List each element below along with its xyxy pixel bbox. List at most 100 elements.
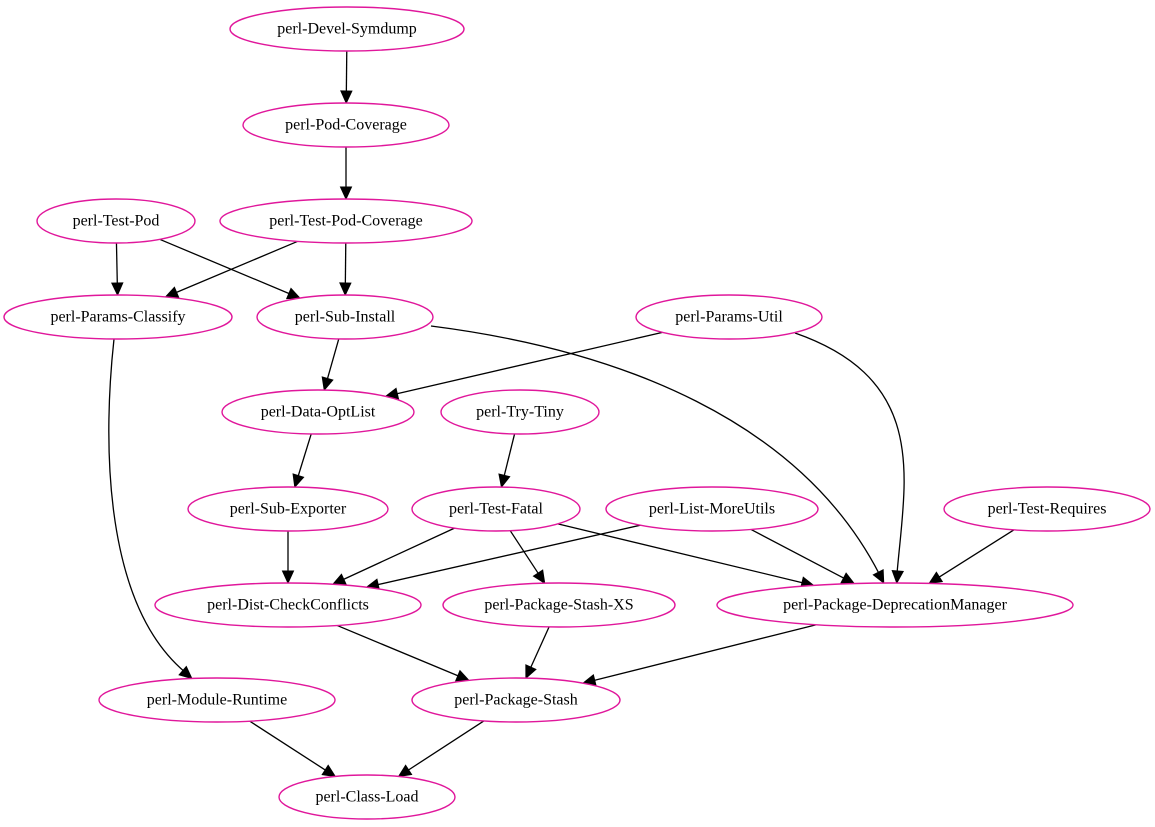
node-ellipse [187, 486, 389, 532]
node-ellipse [229, 6, 465, 52]
node-label: perl-Package-Stash-XS [484, 597, 633, 614]
edge-deprecation-to-stash [581, 624, 817, 687]
edge-subinstall-to-deprecation [430, 325, 885, 585]
edge-line [509, 530, 540, 576]
edge-arrowhead [928, 571, 944, 585]
edge-classify-to-runtime [108, 338, 193, 680]
edge-line [108, 338, 185, 673]
edge-arrowhead [292, 473, 305, 489]
edge-testpod-to-classify [111, 242, 124, 297]
edge-testfatal-to-stashxs [509, 530, 546, 585]
node-ellipse [36, 198, 196, 244]
edge-arrowhead [321, 376, 334, 392]
edge-line [159, 238, 291, 295]
edge-arrowhead [164, 286, 180, 298]
edge-line [326, 338, 340, 381]
edge-arrowhead [281, 570, 295, 585]
node-testpodcov: perl-Test-Pod-Coverage [219, 198, 473, 244]
edge-arrowhead [111, 282, 124, 297]
node-label: perl-Params-Util [675, 309, 783, 326]
edge-symdump-to-podcov [340, 50, 353, 105]
node-ellipse [98, 677, 336, 723]
edge-testfatal-to-checkconflicts [331, 527, 455, 585]
edge-arrowhead [397, 764, 413, 778]
edge-arrowhead [331, 573, 347, 585]
edge-line [529, 626, 550, 670]
edge-testpodcov-to-subinstall [339, 242, 352, 297]
node-checkconflicts: perl-Dist-CheckConflicts [154, 582, 422, 628]
edge-arrowhead [525, 664, 537, 680]
edge-paramsutil-to-optlist [384, 331, 663, 400]
node-label: perl-Package-DeprecationManager [783, 597, 1008, 614]
edge-arrowhead [340, 90, 353, 105]
node-label: perl-Test-Pod [73, 213, 160, 230]
edge-paramsutil-to-deprecation [794, 332, 905, 585]
edge-line [395, 331, 663, 395]
node-label: perl-Sub-Exporter [230, 501, 347, 518]
edge-line [430, 325, 880, 575]
node-ellipse [605, 486, 819, 532]
node-ellipse [635, 294, 823, 340]
edge-arrowhead [285, 287, 302, 300]
nodes-layer: perl-Devel-Symdump perl-Pod-Coverage perl-… [3, 6, 1151, 820]
edge-moreutils-to-deprecation [750, 528, 856, 585]
node-label: perl-Test-Pod-Coverage [269, 213, 423, 230]
node-label: perl-Sub-Install [295, 309, 396, 326]
node-ellipse [242, 102, 450, 148]
edge-checkconflicts-to-stash [336, 624, 471, 682]
edge-arrowhead [454, 669, 471, 682]
edge-arrowhead [840, 572, 856, 585]
edge-runtime-to-classload [249, 720, 337, 778]
edge-line [557, 523, 805, 584]
node-paramsutil: perl-Params-Util [635, 294, 823, 340]
node-ellipse [411, 486, 581, 532]
node-moreutils: perl-List-MoreUtils [605, 486, 819, 532]
node-deprecation: perl-Package-DeprecationManager [716, 582, 1074, 628]
node-label: perl-Devel-Symdump [277, 21, 417, 38]
node-label: perl-Try-Tiny [476, 404, 564, 421]
node-ellipse [943, 486, 1151, 532]
node-label: perl-List-MoreUtils [649, 501, 775, 518]
edge-line [115, 242, 118, 286]
node-stashxs: perl-Package-Stash-XS [442, 582, 676, 628]
edge-stash-to-classload [397, 720, 485, 778]
node-ellipse [219, 198, 473, 244]
edge-arrowhead [872, 569, 885, 585]
node-trytiny: perl-Try-Tiny [440, 389, 600, 435]
node-classify: perl-Params-Classify [3, 294, 233, 340]
edge-line [341, 527, 455, 581]
edge-line [336, 624, 460, 678]
node-label: perl-Class-Load [315, 789, 418, 806]
edge-arrowhead [891, 570, 905, 585]
edge-subexporter-to-checkconflicts [281, 531, 295, 585]
edge-arrowhead [339, 282, 352, 297]
node-label: perl-Test-Fatal [449, 501, 544, 518]
node-testpod: perl-Test-Pod [36, 198, 196, 244]
edge-arrowhead [498, 473, 511, 489]
node-label: perl-Dist-CheckConflicts [207, 597, 369, 614]
edge-testfatal-to-deprecation [557, 523, 815, 589]
edge-moreutils-to-checkconflicts [365, 524, 641, 591]
edge-line [297, 433, 312, 478]
node-symdump: perl-Devel-Symdump [229, 6, 465, 52]
edge-line [376, 524, 641, 586]
node-ellipse [411, 677, 621, 723]
node-label: perl-Module-Runtime [147, 692, 287, 709]
edge-arrowhead [321, 764, 337, 778]
edge-testpod-to-subinstall [159, 238, 302, 300]
node-stash: perl-Package-Stash [411, 677, 621, 723]
edge-line [794, 332, 905, 574]
node-classload: perl-Class-Load [278, 774, 456, 820]
node-podcov: perl-Pod-Coverage [242, 102, 450, 148]
edge-subinstall-to-optlist [321, 338, 340, 392]
node-ellipse [3, 294, 233, 340]
edge-stashxs-to-stash [525, 626, 550, 680]
node-label: perl-Pod-Coverage [285, 117, 407, 134]
edge-line [937, 529, 1015, 579]
node-ellipse [154, 582, 422, 628]
edge-optlist-to-subexporter [292, 433, 312, 489]
node-label: perl-Package-Stash [454, 692, 578, 709]
node-testfatal: perl-Test-Fatal [411, 486, 581, 532]
edge-arrowhead [339, 186, 353, 201]
